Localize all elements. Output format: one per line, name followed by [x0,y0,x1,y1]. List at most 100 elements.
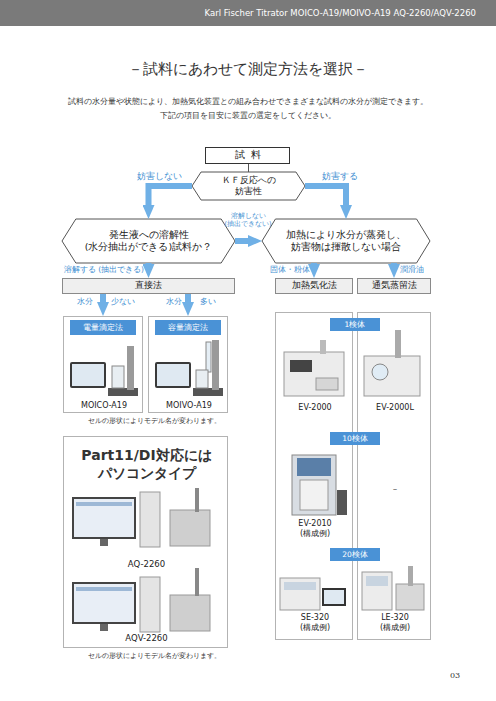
product-panel: EV-2000EV-2010 (構成例) SE-320 (構成例) [275,312,353,640]
distiller-column [408,566,413,586]
start-box: 試料 [205,147,290,164]
monitor-frame [72,582,136,624]
node-text: 容量滴定法 [168,323,208,333]
pc-tower [140,492,160,547]
flow-arrow [146,263,152,270]
flow-arrow [391,263,397,270]
header-text: Karl Fischer Titrator MOICO-A19/MOIVO-A1… [180,8,476,19]
hexagon-shape [62,219,235,263]
tablet-body [322,588,346,606]
edge-label: 溶解する (抽出できる) [62,265,144,274]
edge-label: 水分 少ない [76,297,136,306]
node-text: EV-2010 (構成例) [289,519,341,539]
titration-cell [196,370,208,388]
titrator-unit [337,490,347,515]
vaporizer-oven [316,378,338,390]
vaporizer-panel [290,360,312,372]
titrator-body [170,510,210,546]
flow-arrow [305,186,346,211]
monitor-frame [72,497,136,539]
tablet-screen [324,590,344,604]
page-number: 03 [440,671,470,681]
technique-badge: 容量滴定法 [155,320,221,335]
footnote: セルの形状によりモデル名が変わります。 [88,417,238,425]
intro-text: 試料の水分量や状態により、加熱気化装置との組み合わせでさまざまな試料の水分が測定… [0,97,496,107]
flow-arrow [235,238,254,244]
decision-hexagon: ＫＦ反応への 妨害性 [192,172,305,200]
tablet-body [155,362,191,388]
footnote: セルの形状によりモデル名が変わります。 [88,652,238,660]
decision-hexagon: 発生液への溶解性 (水分抽出ができる)試料か？ [62,219,235,263]
connector-line [248,164,249,172]
edge-label: 水分 多い [161,297,221,306]
distiller-flask [372,364,388,380]
header-band [0,0,496,26]
technique-badge: 電量滴定法 [70,320,136,335]
sampler-body [280,578,320,610]
vaporizer-tube [320,340,326,354]
product-panel: EV-2000L － LE-320 (構成例) [357,312,431,640]
node-text: AQV-2260 [64,633,229,644]
node-text: 試料 [229,149,267,162]
node-text: 加熱により水分が蒸発し、 妨害物は揮散しない場合 [280,229,412,253]
flow-arrow [149,186,193,211]
node-text: EV-2000L [358,403,432,413]
node-text: － [358,485,432,495]
sample-count-badge: 1検体 [330,318,380,331]
screen-bar [76,502,132,506]
burette-column [212,340,219,390]
monitor-stand [100,539,108,546]
sampler-rack [284,582,316,590]
edge-label: 妨害しない [130,171,188,182]
decision-hexagon: 加熱により水分が蒸発し、 妨害物は揮散しない場合 [262,219,430,263]
node-text: 20検体 [342,550,368,559]
intro-text: 下記の項目を目安に装置の選定をしてください。 [0,111,496,121]
monitor-stand [100,624,108,631]
node-text: AQ-2260 [64,559,229,570]
method-box: 直接法 [62,278,235,294]
sampler-body [362,572,392,610]
flow-arrow [311,263,317,270]
sampler-rack [366,576,388,586]
node-text: SE-320 (構成例) [289,613,341,633]
titrator-body [170,595,210,631]
node-text: 1検体 [345,320,366,329]
hexagon-shape [262,219,430,263]
node-text: 電量滴定法 [83,323,123,333]
node-text: MOICO-A19 [64,401,144,411]
node-text: 発生液への溶解性 (水分抽出ができる)試料か？ [83,229,215,253]
node-text: Part11/DI対応には パソコンタイプ [72,447,222,482]
screen-bar [76,587,132,591]
node-text: EV-2000 [276,403,354,413]
node-text: LE-320 (構成例) [369,613,421,633]
monitor-screen [74,584,134,622]
autosampler-body [292,455,336,515]
product-panel: MOIVO-A19 容量滴定法 [148,316,228,413]
distiller-body [396,584,424,610]
edge-label: 妨害する [316,171,364,182]
tablet-body [70,362,106,388]
node-text: ＫＦ反応への 妨害性 [213,175,285,198]
method-box: 加熱気化法 [275,278,353,294]
node-text: 直接法 [135,280,162,291]
titration-cell [112,366,124,388]
edge-label: 潤滑油 [400,265,444,274]
pc-tower [140,577,160,632]
node-text: MOIVO-A19 [149,401,229,411]
vaporizer-body [284,352,344,396]
node-text: 加熱気化法 [292,280,337,291]
hexagon-shape [192,172,305,200]
node-text: 10検体 [342,434,368,443]
autosampler-tray [300,480,328,510]
edge-label: 溶解しない (抽出できない) [221,212,275,228]
sample-count-badge: 20検体 [330,548,380,561]
edge-label: 固体・粉体 [264,265,310,274]
burette [206,342,211,372]
stand-column [127,346,134,390]
distiller-body [364,356,420,396]
burette-rod [195,568,199,596]
sample-count-badge: 10検体 [330,432,380,445]
monitor-screen [74,499,134,537]
method-box: 通気蒸留法 [357,278,431,294]
